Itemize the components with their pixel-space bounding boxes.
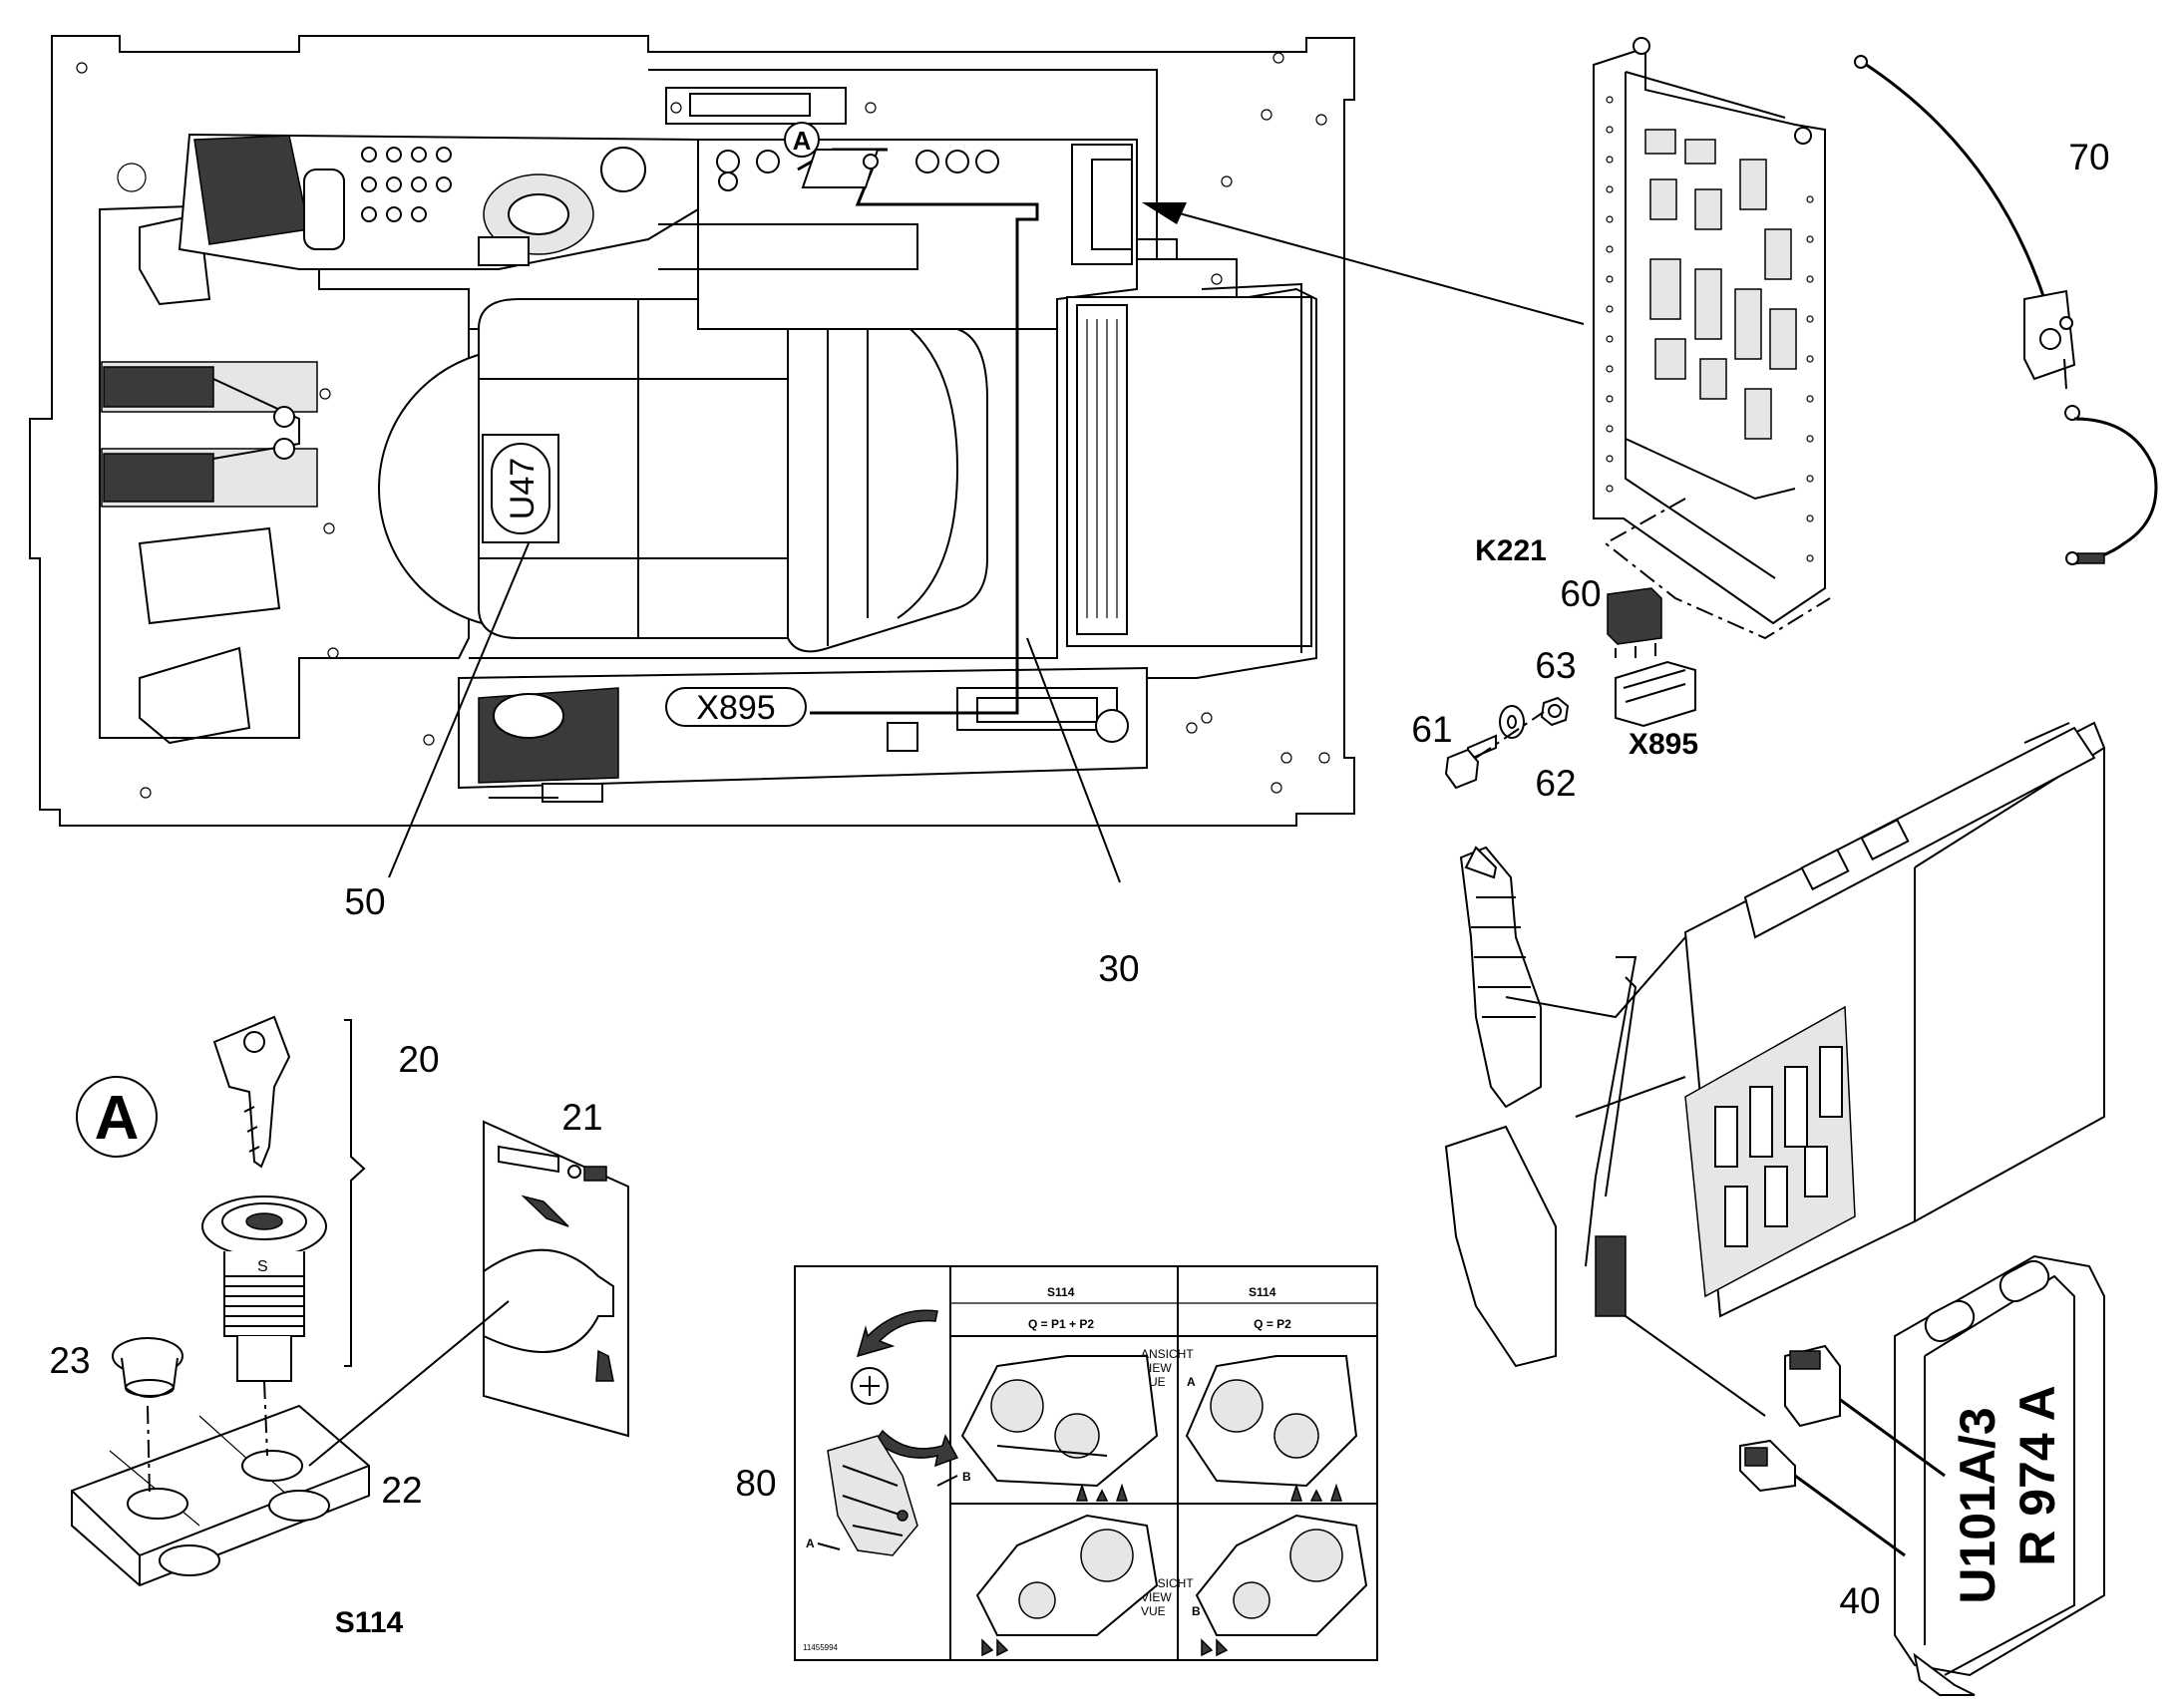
cab-floor-plate xyxy=(29,35,1355,827)
decal-view-top-1: ANSICHT xyxy=(1141,1347,1194,1361)
pedals xyxy=(101,361,318,508)
callout-50: 50 xyxy=(344,881,385,922)
nut-63 xyxy=(1540,696,1570,727)
board-arrow-head xyxy=(1142,202,1187,224)
u47-label-text: U47 xyxy=(504,458,542,519)
detail-a: A S xyxy=(49,1015,629,1639)
console-switches xyxy=(361,147,452,222)
decal-col2-formula: Q = P2 xyxy=(1254,1317,1291,1331)
leader-21 xyxy=(308,1300,510,1467)
relay-60 xyxy=(1607,587,1662,658)
operator-seat xyxy=(478,282,988,653)
callout-40: 40 xyxy=(1839,1580,1880,1621)
board-holes xyxy=(1606,96,1814,562)
callout-21: 21 xyxy=(561,1097,602,1138)
callout-60: 60 xyxy=(1560,573,1601,614)
callout-80: 80 xyxy=(735,1463,776,1504)
bolt-61 xyxy=(1444,734,1497,790)
right-console-board xyxy=(1684,1005,1856,1298)
decal-mark-b: B xyxy=(962,1470,971,1484)
module-40-tag-line2: R 974 A xyxy=(2009,1385,2065,1566)
module-40: U101A/3 R 974 A xyxy=(1739,1254,2105,1696)
leader-30 xyxy=(1026,637,1121,883)
board-relays xyxy=(1644,129,1797,440)
decal-view-bottom-3: VUE xyxy=(1141,1604,1166,1618)
joystick xyxy=(1459,846,1542,1109)
decal-mark-a: A xyxy=(806,1537,815,1550)
bottom-console xyxy=(458,666,1148,803)
callout-63: 63 xyxy=(1535,645,1576,686)
leader-50 xyxy=(388,542,530,878)
left-console xyxy=(178,133,699,270)
decal-mark-b2: B xyxy=(1192,1604,1201,1618)
x895-label: X895 xyxy=(1629,728,1698,761)
decal-col1-formula: Q = P1 + P2 xyxy=(1028,1317,1094,1331)
callout-62: 62 xyxy=(1535,763,1576,804)
connector-x895 xyxy=(1615,660,1696,728)
callout-20: 20 xyxy=(398,1039,439,1080)
decal-col2-title: S114 xyxy=(1249,1285,1276,1299)
leader-40 xyxy=(1625,1315,1766,1417)
callout-30: 30 xyxy=(1098,948,1139,989)
svg-text:S: S xyxy=(257,1258,268,1275)
decal-view-q-p2-top: A xyxy=(1185,1355,1358,1502)
detail-a-circle xyxy=(76,1076,158,1158)
decal-rotate-cw-arrow xyxy=(874,1429,959,1468)
cable-70 xyxy=(1854,55,2158,565)
detail-a-marker-text: A xyxy=(793,126,812,156)
decal-view-q-p2-bottom: B xyxy=(1192,1514,1368,1657)
s114-label: S114 xyxy=(335,1606,404,1639)
decal-part-number: 11455994 xyxy=(803,1643,839,1652)
decal-mark-a2: A xyxy=(1187,1375,1196,1389)
decal-view-q-p1p2-bottom xyxy=(975,1514,1159,1657)
cap-23 xyxy=(112,1337,183,1398)
decal-view-q-p1p2-top xyxy=(960,1355,1159,1502)
callout-22: 22 xyxy=(381,1470,422,1511)
side-panel xyxy=(1066,282,1312,653)
u47-label: U47 xyxy=(482,434,559,543)
detail-a-marker: A xyxy=(784,122,880,188)
right-console-3d xyxy=(1444,721,2105,1368)
decal-rotate-ccw-arrow xyxy=(856,1309,938,1358)
k221-dash-box xyxy=(1604,498,1831,640)
detail-a-text: A xyxy=(95,1084,140,1153)
x895-tag: X895 xyxy=(665,687,807,727)
decal-80: S114 S114 Q = P1 + P2 Q = P2 ANSICHT VIE… xyxy=(794,1265,1378,1661)
electrical-board xyxy=(1593,37,1826,625)
key-switch: S xyxy=(201,1196,327,1382)
callout-70: 70 xyxy=(2068,137,2109,177)
callout-61: 61 xyxy=(1411,709,1452,750)
module-40-tag-line1: U101A/3 xyxy=(1950,1407,2005,1603)
decal-view-bottom-2: VIEW xyxy=(1141,1590,1172,1604)
k221-label: K221 xyxy=(1475,534,1547,567)
key xyxy=(212,1015,291,1169)
callout-23: 23 xyxy=(49,1340,90,1381)
decal-col1-title: S114 xyxy=(1047,1285,1075,1299)
switch-plate-22 xyxy=(71,1404,370,1587)
bracket-20 xyxy=(344,1019,366,1367)
harness-30-routing xyxy=(810,167,1039,715)
decal-21 xyxy=(483,1120,629,1438)
x895-tag-text: X895 xyxy=(696,689,775,727)
board-arrow-line xyxy=(1164,208,1585,325)
decal-joystick-figure xyxy=(827,1435,918,1556)
